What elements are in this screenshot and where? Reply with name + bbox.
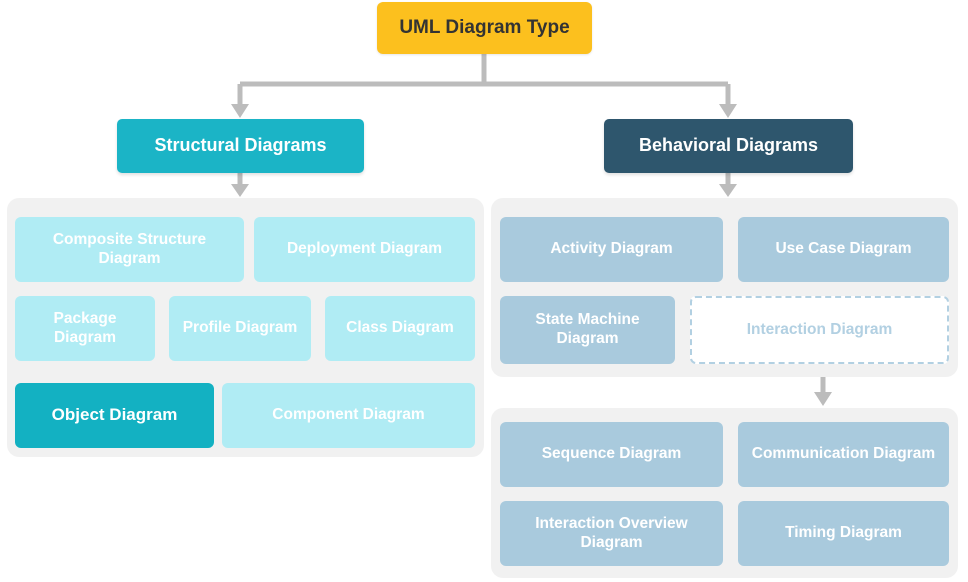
chip-class-diagram[interactable]: Class Diagram [325,296,475,361]
chip-state-machine-diagram[interactable]: State Machine Diagram [500,296,675,364]
chip-deployment-diagram[interactable]: Deployment Diagram [254,217,475,282]
chip-component-diagram[interactable]: Component Diagram [222,383,475,448]
branch-header-behavioral-diagrams[interactable]: Behavioral Diagrams [604,119,853,173]
panel-interaction-diagrams: Sequence Diagram Communication Diagram I… [491,408,958,578]
arrowhead-structural [231,104,249,118]
chip-object-diagram[interactable]: Object Diagram [15,383,214,448]
chip-sequence-diagram[interactable]: Sequence Diagram [500,422,723,487]
panel-behavioral-diagrams: Activity Diagram Use Case Diagram State … [491,198,958,377]
panel-structural-diagrams: Composite Structure Diagram Deployment D… [7,198,484,457]
chip-activity-diagram[interactable]: Activity Diagram [500,217,723,282]
chip-timing-diagram[interactable]: Timing Diagram [738,501,949,566]
arrowhead-behavioral [719,104,737,118]
chip-use-case-diagram[interactable]: Use Case Diagram [738,217,949,282]
chip-interaction-overview-diagram[interactable]: Interaction Overview Diagram [500,501,723,566]
branch-header-structural-diagrams[interactable]: Structural Diagrams [117,119,364,173]
chip-interaction-diagram[interactable]: Interaction Diagram [690,296,949,364]
arrowhead-interaction-panel [814,392,832,406]
arrowhead-structural-panel [231,184,249,197]
chip-package-diagram[interactable]: Package Diagram [15,296,155,361]
chip-profile-diagram[interactable]: Profile Diagram [169,296,311,361]
arrowhead-behavioral-panel [719,184,737,197]
chip-composite-structure-diagram[interactable]: Composite Structure Diagram [15,217,244,282]
chip-communication-diagram[interactable]: Communication Diagram [738,422,949,487]
root-node-uml-diagram-type[interactable]: UML Diagram Type [377,2,592,54]
